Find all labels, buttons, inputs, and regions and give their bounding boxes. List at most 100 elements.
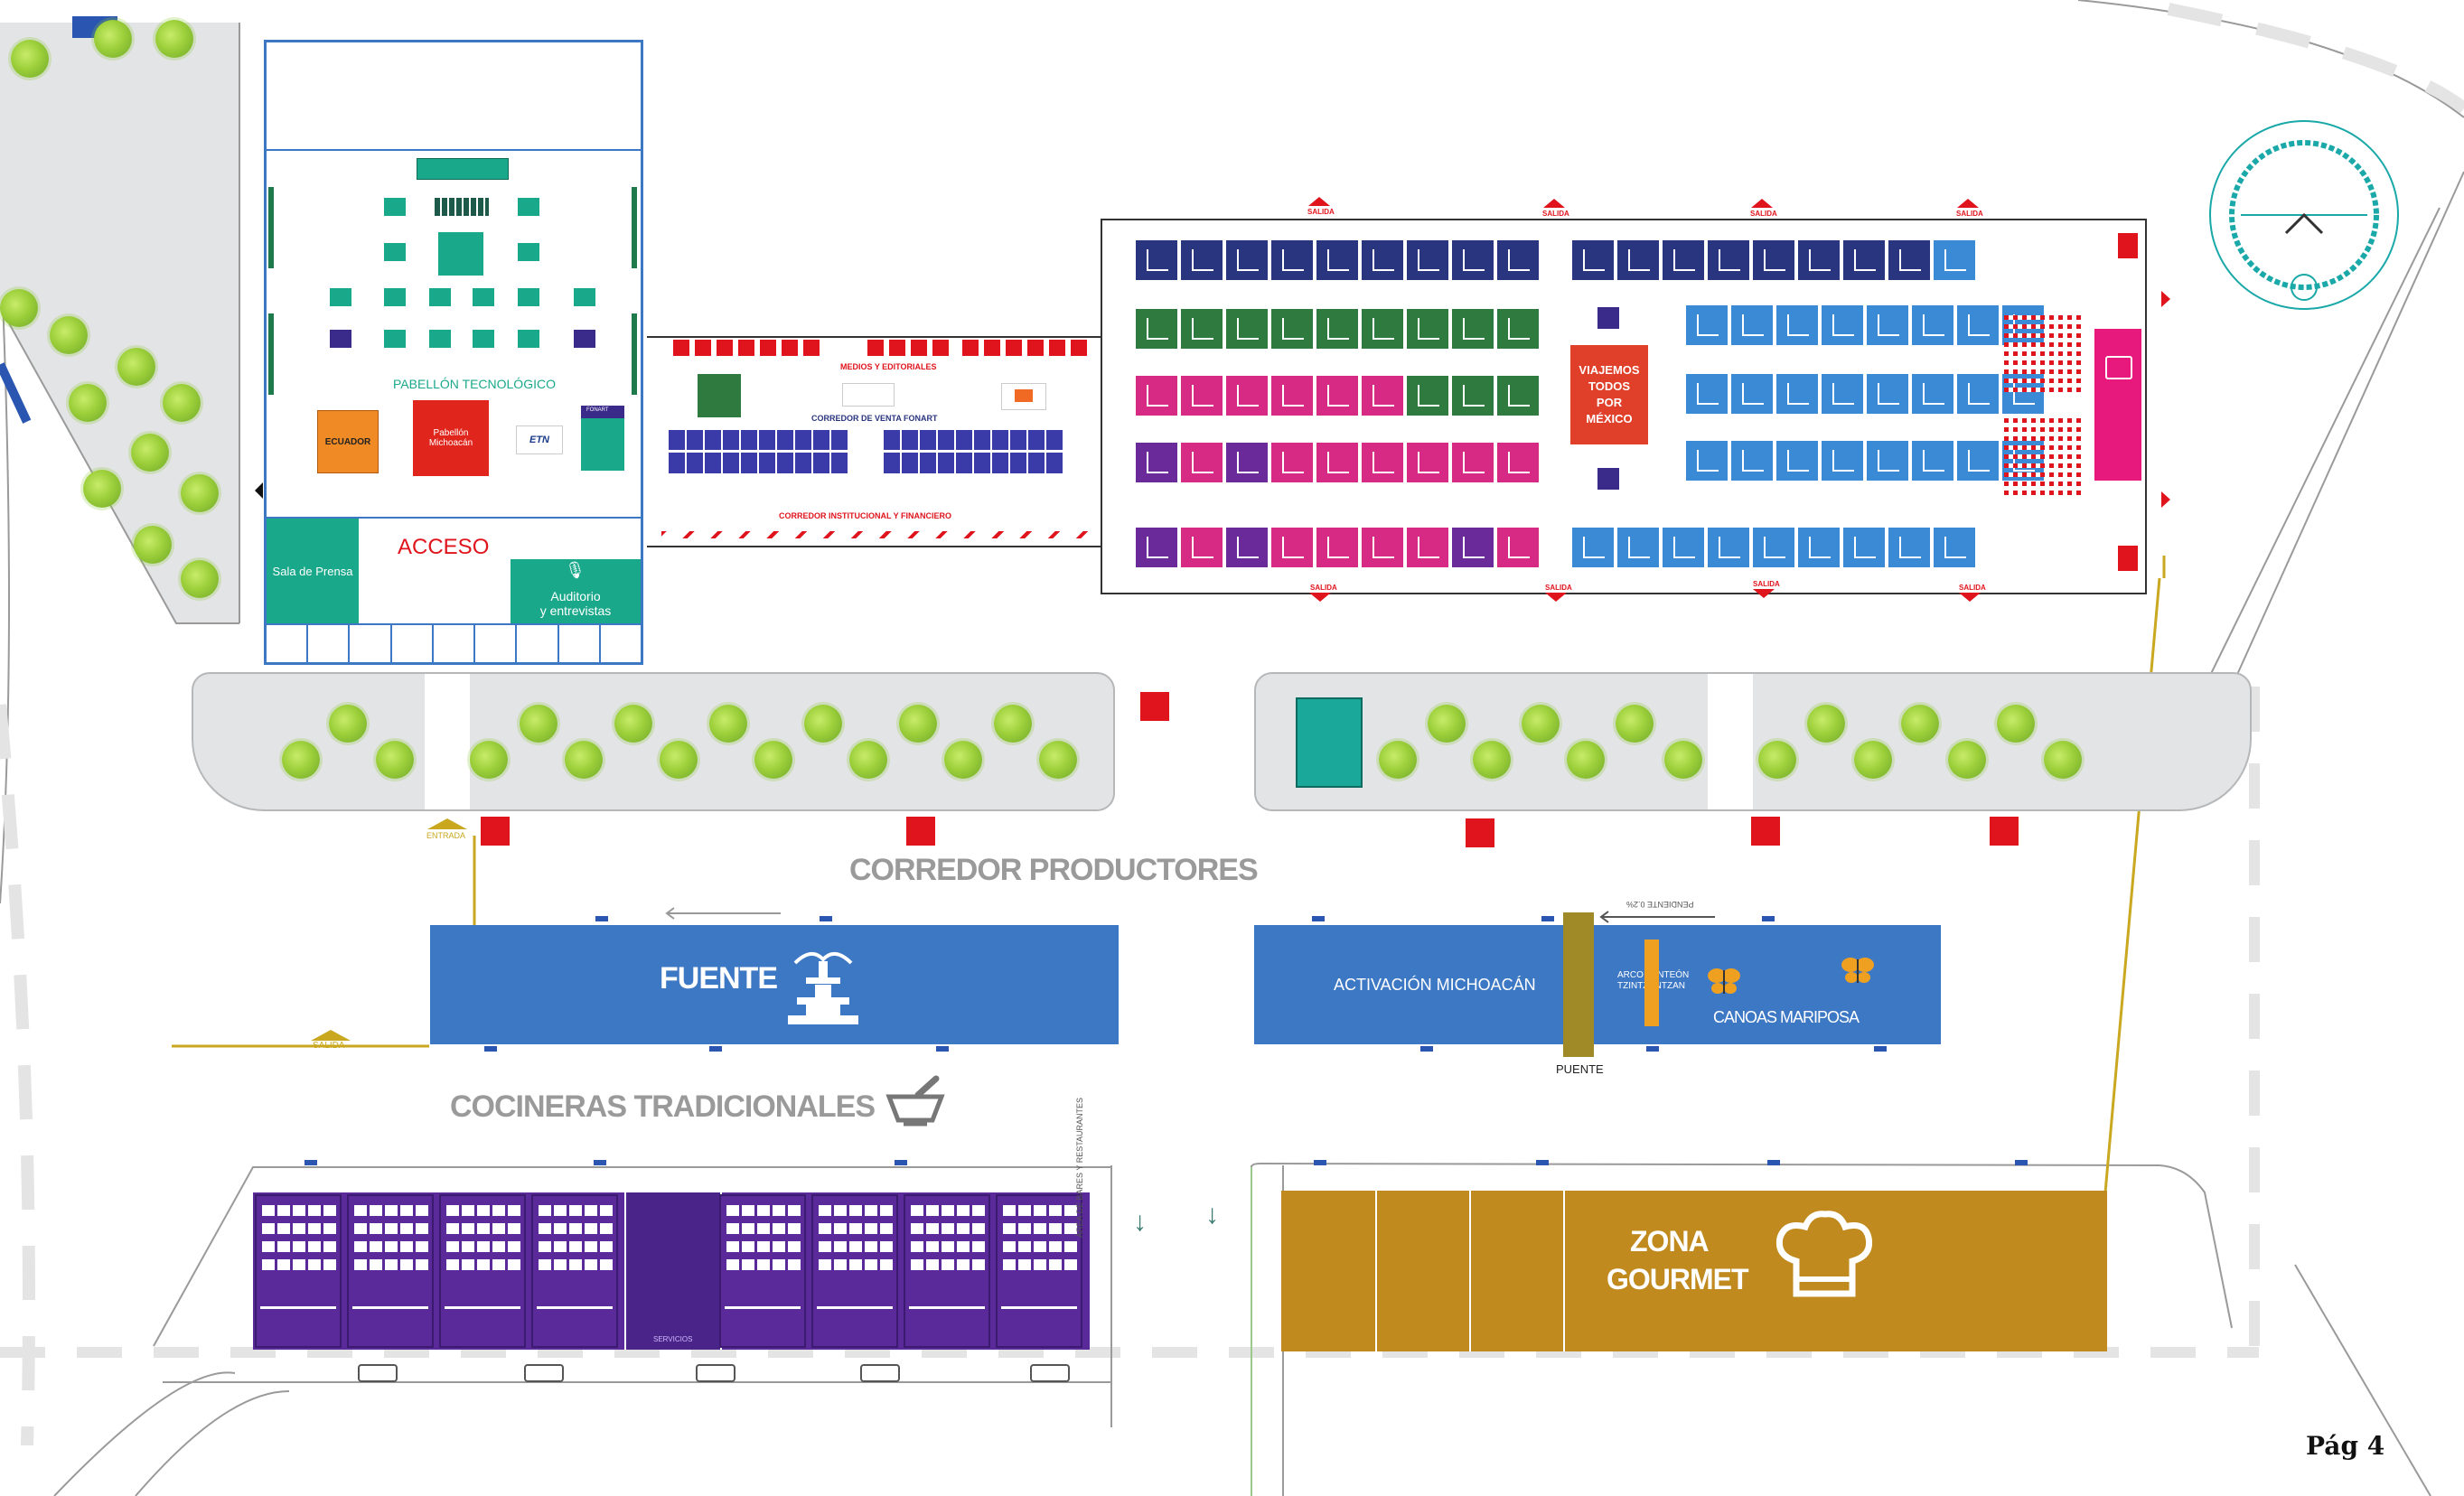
zona-gourmet[interactable]: ZONA GOURMET [1281,1191,2107,1351]
marker [1541,916,1554,921]
fonart-corridor-label: CORREDOR DE VENTA FONART [811,414,938,423]
kitchen-stall[interactable] [347,1194,434,1348]
exit-arrow-icon [311,1030,351,1041]
fuente-area[interactable]: FUENTE [430,925,1119,1044]
red-booth [1990,817,2019,846]
arco-marker [1644,940,1659,1026]
tech-pavilion-tent: ECUADOR Pabellón Michoacán ETN FONART PA… [264,40,643,665]
stall-row-2 [1136,309,1539,349]
etn-booth[interactable]: ETN [516,425,563,454]
fonart-stall-block-1 [669,430,849,473]
marker [1646,1046,1659,1052]
stall-row-4 [1136,443,1539,482]
michoacan-pavilion-booth[interactable]: Pabellón Michoacán [413,400,489,476]
viajemos-line-2: TODOS [1588,379,1630,393]
media-booth-orange[interactable] [1001,383,1046,410]
pavilion-title: PABELLÓN TECNOLÓGICO [393,377,556,391]
marker [1874,1046,1887,1052]
tree-icon [1901,705,1939,743]
stage-logo-icon [2105,356,2132,379]
red-booth [1466,818,1494,847]
puente-bridge[interactable] [1563,912,1594,1057]
tree-icon [83,470,121,508]
exit-arrow-icon [2161,491,2170,508]
microphone-icon: 🎙 [565,561,586,579]
tree-icon [1616,705,1654,743]
tree-icon [117,348,155,386]
kitchen-stall[interactable] [531,1194,618,1348]
tree-icon [470,741,508,779]
small-purple-booth [1597,307,1619,329]
servicios-block[interactable]: SERVICIOS [624,1192,722,1350]
fonart-booth[interactable]: FONART [581,406,624,471]
tree-icon [69,384,107,422]
exit-label: SALIDA [1310,584,1337,592]
marker [1762,916,1775,921]
kitchen-stall[interactable] [719,1194,806,1348]
marker [1420,1046,1433,1052]
kitchen-stall[interactable] [811,1194,898,1348]
servicios-label: SERVICIOS [653,1335,693,1343]
press-room[interactable]: Sala de Prensa [267,519,359,623]
zona-gourmet-line-2: GOURMET [1607,1263,1749,1295]
tree-icon [1473,741,1511,779]
michoacan-label-2: Michoacán [428,438,473,448]
fonart-stall-block-2 [884,430,1064,473]
auditorium[interactable]: 🎙 Auditorio y entrevistas [511,559,641,623]
mortar-icon [885,1075,945,1127]
stall-row-7 [1686,305,2044,345]
entrance-label: ENTRADA [426,831,466,840]
tree-icon [520,705,557,743]
kitchen-stall[interactable] [439,1194,526,1348]
amphitheater [2209,120,2399,310]
butterfly-icon [1708,968,1740,994]
car-icon [1030,1364,1070,1382]
tree-icon [754,741,792,779]
tree-icon [1428,705,1466,743]
fountain-icon [788,952,858,1024]
press-room-label: Sala de Prensa [272,564,353,578]
tree-icon [1522,705,1560,743]
butterfly-icon [1841,958,1874,983]
tree-icon [163,384,201,422]
tree-icon [1948,741,1986,779]
red-booth [1751,817,1780,846]
exit-arrow-icon [2161,291,2170,307]
teal-pool [1296,697,1363,788]
media-booth-green[interactable] [698,374,741,417]
stall-row-10 [1572,528,1975,567]
red-marker [2118,546,2138,571]
tree-icon [804,705,842,743]
seating-block [2004,314,2085,392]
tree-icon [849,741,887,779]
viajemos-mexico-booth[interactable]: VIAJEMOS TODOS POR MÉXICO [1570,345,1648,444]
kitchen-stall[interactable] [996,1194,1082,1348]
activacion-area[interactable]: ACTIVACIÓN MICHOACÁN ARCO PANTEÓN TZINTZ… [1254,912,1941,1057]
car-icon [696,1364,735,1382]
cultural-stage[interactable] [2094,329,2141,481]
stall-row-5 [1136,528,1539,567]
marker [1312,916,1325,921]
activacion-label: ACTIVACIÓN MICHOACÁN [1334,976,1536,994]
planter-left [192,672,1115,811]
planter-right [1254,672,2252,811]
exit-label: SALIDA [1956,210,1983,218]
cocineras-label: COCINERAS TRADICIONALES [450,1089,876,1124]
salida-label: SALIDA [313,1041,345,1051]
kitchen-stall[interactable] [904,1194,990,1348]
institutional-label: CORREDOR INSTITUCIONAL Y FINANCIERO [779,511,952,520]
exit-arrow-icon [1959,593,1981,602]
arrow-left-icon [1599,911,1715,923]
tree-icon [329,705,367,743]
tree-icon [709,705,747,743]
kitchen-stall[interactable] [255,1194,342,1348]
marker [2015,1160,2028,1165]
ecuador-booth[interactable]: ECUADOR [317,410,379,473]
red-booth [906,817,935,846]
etn-logo: ETN [529,435,549,445]
media-booth-logo[interactable] [842,383,895,407]
tree-icon [11,40,49,78]
tree-icon [1567,741,1605,779]
michoacan-label-1: Pabellón [433,428,469,438]
exit-arrow-icon [1545,593,1567,602]
